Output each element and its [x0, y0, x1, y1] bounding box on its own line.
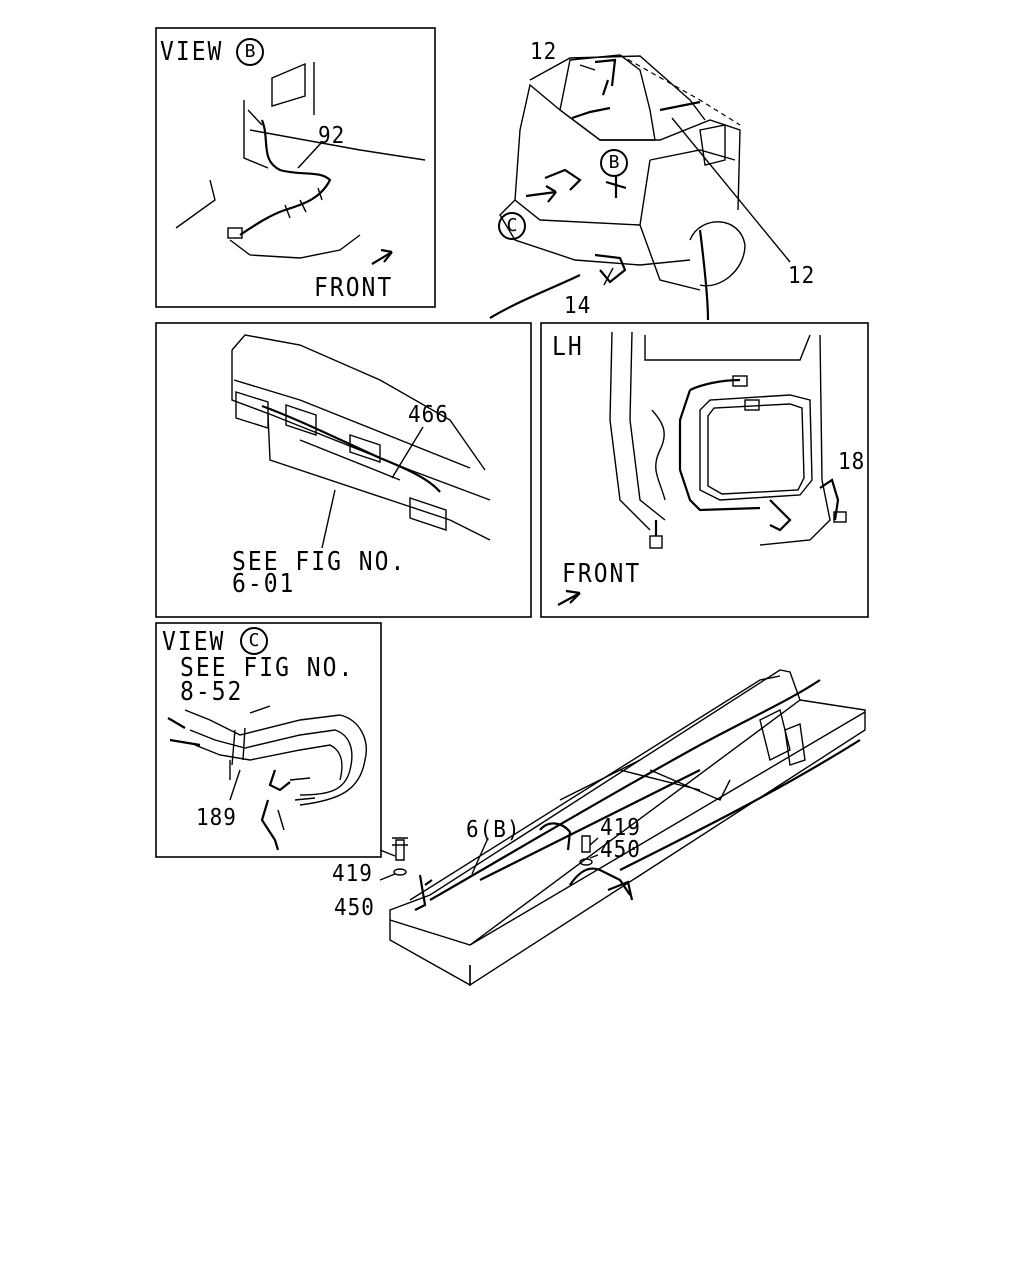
chassis-frame	[379, 669, 866, 987]
see-fig-6-01-line2: 6-01	[232, 569, 296, 599]
part-number-12-top: 12	[530, 37, 558, 65]
see-fig-6-01-line1: SEE FIG NO.	[232, 547, 407, 577]
lh-door-front-label: FRONT	[562, 559, 642, 589]
part-number-419-right: 419	[600, 813, 641, 841]
view-c-title: VIEW	[162, 627, 226, 657]
view-b-title: VIEW	[160, 37, 224, 67]
view-b-front-label: FRONT	[314, 273, 394, 303]
see-fig-8-52-line2: 8-52	[180, 677, 244, 707]
view-b-panel	[155, 27, 436, 308]
part-number-450-right: 450	[600, 835, 641, 863]
part-number-92: 92	[318, 121, 346, 149]
part-number-12-right: 12	[788, 261, 816, 289]
part-number-6b: 6(B)	[466, 815, 521, 843]
part-number-189: 189	[196, 803, 237, 831]
view-b-letter-badge: B	[236, 38, 264, 66]
part-number-450-left: 450	[334, 893, 375, 921]
lh-door-panel	[540, 322, 869, 618]
part-number-466: 466	[408, 400, 449, 428]
part-number-419-left: 419	[332, 859, 373, 887]
front-grille-panel	[155, 322, 532, 618]
cab-rear-view	[489, 54, 791, 321]
part-number-18: 18	[838, 447, 866, 475]
view-c-letter-badge: C	[240, 627, 268, 655]
part-number-14: 14	[564, 291, 592, 319]
callout-c-badge: C	[498, 212, 526, 240]
see-fig-8-52-line1: SEE FIG NO.	[180, 653, 355, 683]
callout-b-badge: B	[600, 149, 628, 177]
lh-door-title: LH	[552, 332, 584, 362]
view-c-panel	[155, 622, 382, 858]
